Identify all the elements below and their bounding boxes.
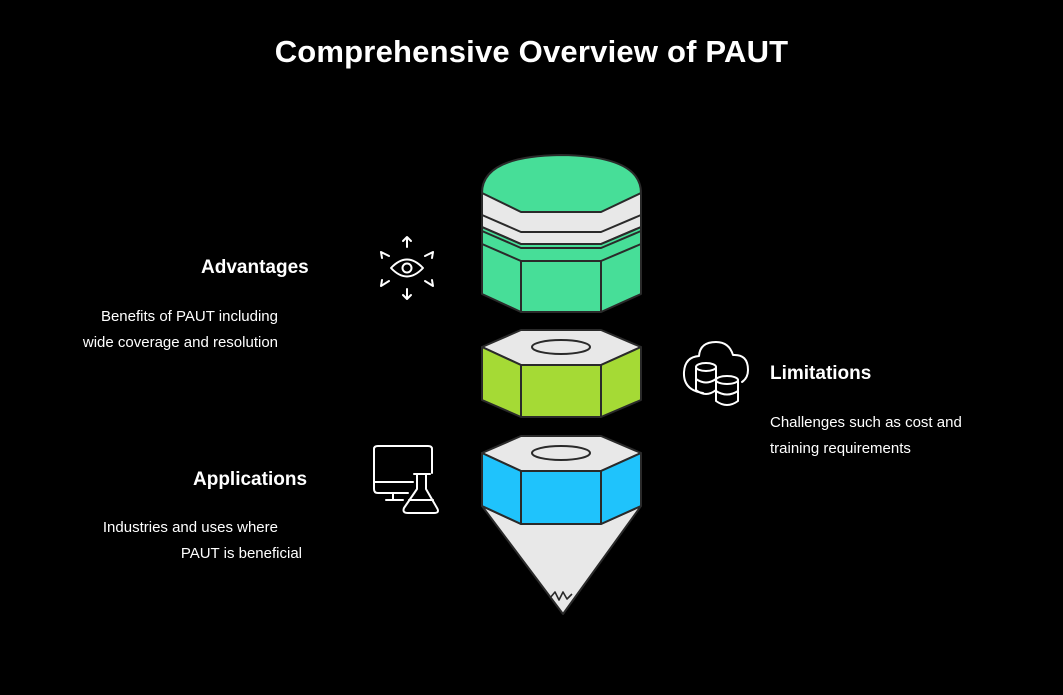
top-segment — [481, 154, 642, 313]
cloud-database-icon — [682, 341, 749, 406]
applications-description: Industries and uses where PAUT is benefi… — [103, 515, 302, 567]
limitations-title: Limitations — [770, 363, 872, 384]
bottom-segment — [481, 435, 642, 615]
advantages-description-line: wide coverage and resolution — [82, 334, 278, 351]
advantages-description: Benefits of PAUT including wide coverage… — [83, 304, 278, 356]
advantages-description-line: Benefits of PAUT including — [100, 308, 278, 325]
applications-description-line: Industries and uses where — [102, 519, 278, 536]
diagram-title: Comprehensive Overview of PAUT — [274, 34, 789, 69]
eye-with-arrows-icon — [380, 236, 434, 300]
advantages-title: Advantages — [201, 257, 309, 278]
limitations-description-line: training requirements — [770, 440, 911, 457]
limitations-description: Challenges such as cost and training req… — [770, 410, 962, 462]
applications-title: Applications — [193, 469, 308, 490]
monitor-flask-icon — [373, 445, 439, 514]
middle-segment — [481, 329, 642, 418]
applications-description-line: PAUT is beneficial — [180, 545, 302, 562]
limitations-description-line: Challenges such as cost and — [770, 414, 962, 431]
